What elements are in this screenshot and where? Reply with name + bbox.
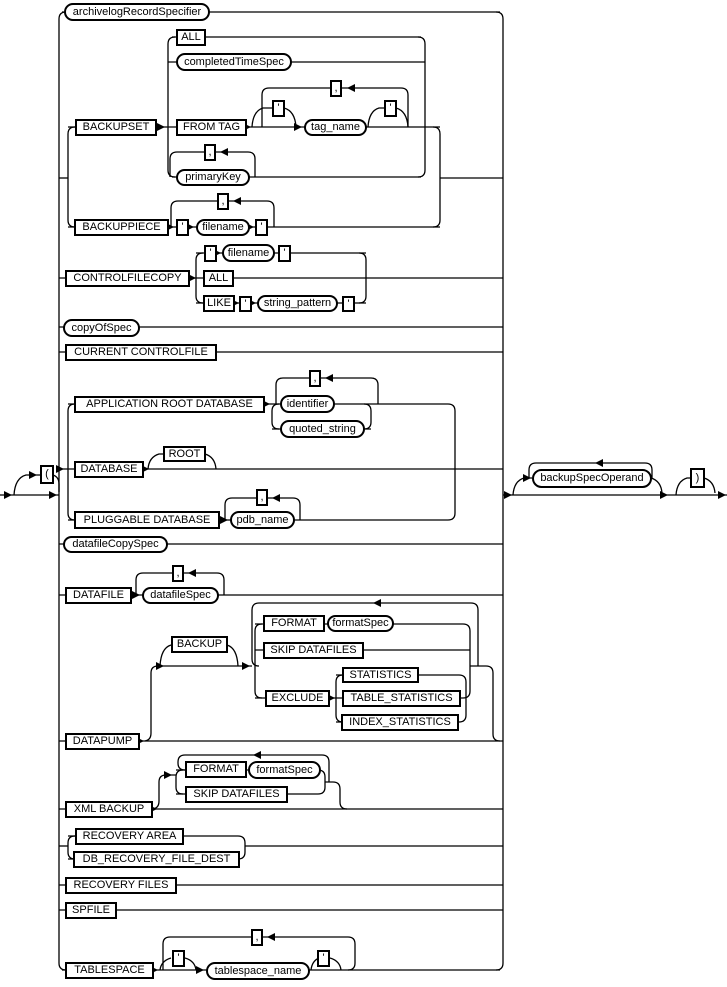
comma-separator: , xyxy=(330,80,342,97)
nonterminal-backup-spec-operand: backupSpecOperand xyxy=(532,469,652,488)
nonterminal-copy-of-spec: copyOfSpec xyxy=(63,319,140,337)
nonterminal-filename: filename xyxy=(196,219,250,236)
nonterminal-primary-key: primaryKey xyxy=(176,169,250,186)
quote-literal: ' xyxy=(204,245,217,262)
nonterminal-identifier: identifier xyxy=(280,395,335,413)
nonterminal-tablespace-name: tablespace_name xyxy=(206,962,310,980)
keyword-current-controlfile: CURRENT CONTROLFILE xyxy=(65,344,217,361)
keyword-recovery-area: RECOVERY AREA xyxy=(75,828,184,845)
nonterminal-string-pattern: string_pattern xyxy=(257,295,338,312)
quote-literal: ' xyxy=(239,296,252,312)
keyword-recovery-files: RECOVERY FILES xyxy=(65,877,177,894)
rail-lines xyxy=(0,11,727,971)
comma-separator: , xyxy=(309,370,321,387)
keyword-xml-backup: XML BACKUP xyxy=(65,801,153,818)
arrowheads xyxy=(4,84,726,974)
keyword-skip-datafiles-xml: SKIP DATAFILES xyxy=(185,786,288,803)
keyword-skip-datafiles-datapump: SKIP DATAFILES xyxy=(263,642,364,659)
nonterminal-datafile-copy-spec: datafileCopySpec xyxy=(63,536,168,553)
keyword-datapump: DATAPUMP xyxy=(65,733,140,750)
comma-separator: , xyxy=(172,565,184,582)
nonterminal-filename: filename xyxy=(222,244,275,262)
keyword-application-root-database: APPLICATION ROOT DATABASE xyxy=(74,396,265,413)
keyword-format-xml: FORMAT xyxy=(185,761,247,778)
nonterminal-pdb-name: pdb_name xyxy=(230,511,295,529)
comma-separator: , xyxy=(251,929,263,946)
nonterminal-quoted-string: quoted_string xyxy=(280,420,365,438)
nonterminal-completed-time-spec: completedTimeSpec xyxy=(176,53,292,71)
quote-literal: ' xyxy=(317,950,330,967)
keyword-backuppiece: BACKUPPIECE xyxy=(74,219,169,236)
keyword-db-recovery-file-dest: DB_RECOVERY_FILE_DEST xyxy=(73,851,240,868)
keyword-statistics: STATISTICS xyxy=(342,667,419,683)
quote-literal: ' xyxy=(342,296,355,312)
right-trunk xyxy=(495,11,504,971)
keyword-exclude: EXCLUDE xyxy=(265,690,330,707)
nonterminal-format-spec-xml: formatSpec xyxy=(248,761,321,779)
keyword-from-tag: FROM TAG xyxy=(176,119,247,136)
open-paren-literal: ( xyxy=(40,465,54,484)
keyword-all-backupset: ALL xyxy=(176,29,206,46)
keyword-datafile: DATAFILE xyxy=(65,587,132,604)
keyword-all-controlfilecopy: ALL xyxy=(203,270,234,287)
keyword-backup: BACKUP xyxy=(171,636,228,653)
keyword-index-statistics: INDEX_STATISTICS xyxy=(341,714,459,731)
nonterminal-tag-name: tag_name xyxy=(304,119,367,136)
close-paren-literal: ) xyxy=(690,468,705,488)
keyword-table-statistics: TABLE_STATISTICS xyxy=(342,690,461,707)
keyword-format-datapump: FORMAT xyxy=(263,615,325,632)
quote-literal: ' xyxy=(384,100,397,117)
keyword-like: LIKE xyxy=(203,295,235,312)
keyword-database: DATABASE xyxy=(74,461,144,478)
keyword-tablespace: TABLESPACE xyxy=(65,962,154,979)
nonterminal-format-spec-datapump: formatSpec xyxy=(327,615,394,632)
keyword-root: ROOT xyxy=(163,446,206,462)
keyword-controlfilecopy: CONTROLFILECOPY xyxy=(65,270,190,287)
keyword-pluggable-database: PLUGGABLE DATABASE xyxy=(74,511,220,529)
keyword-backupset: BACKUPSET xyxy=(75,119,157,136)
comma-separator: , xyxy=(256,489,268,506)
comma-separator: , xyxy=(204,144,216,161)
quote-literal: ' xyxy=(272,100,285,117)
nonterminal-archivelog-record-specifier: archivelogRecordSpecifier xyxy=(64,3,210,21)
quote-literal: ' xyxy=(255,219,268,236)
left-trunk xyxy=(58,11,67,971)
keyword-spfile: SPFILE xyxy=(65,902,117,919)
quote-literal: ' xyxy=(172,950,185,967)
quote-literal: ' xyxy=(176,219,189,236)
nonterminal-datafile-spec: datafileSpec xyxy=(142,587,219,604)
quote-literal: ' xyxy=(278,245,291,262)
comma-separator: , xyxy=(217,193,229,210)
